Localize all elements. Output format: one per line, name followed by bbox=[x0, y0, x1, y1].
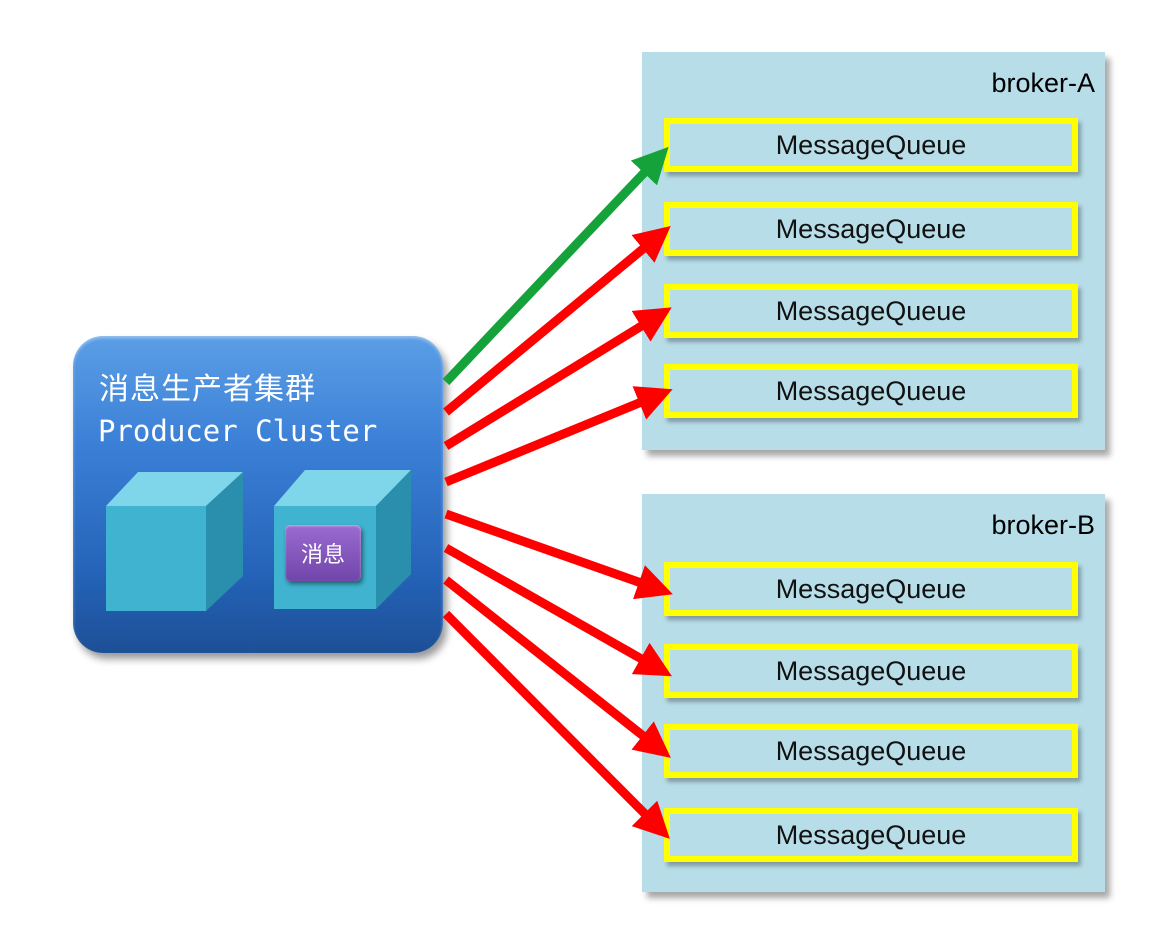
broker-b-queue-2: MessageQueue bbox=[664, 644, 1078, 698]
producer-cluster: 消息生产者集群 Producer Cluster 消息 bbox=[73, 336, 443, 653]
producer-node-cube-left bbox=[106, 472, 243, 611]
arrow-to-broker-b-queue-4 bbox=[442, 610, 670, 839]
arrow-to-broker-b-queue-2 bbox=[443, 544, 672, 677]
broker-a-queue-3: MessageQueue bbox=[664, 284, 1078, 338]
arrow-to-broker-b-queue-1 bbox=[444, 509, 673, 600]
broker-a-queue-1: MessageQueue bbox=[664, 118, 1078, 172]
broker-b-label: broker-B bbox=[991, 510, 1095, 540]
broker-a-queue-2: MessageQueue bbox=[664, 202, 1078, 256]
arrow-to-broker-a-queue-2 bbox=[443, 225, 671, 416]
arrow-to-broker-a-queue-3 bbox=[443, 307, 672, 450]
arrow-to-broker-b-queue-3 bbox=[443, 576, 671, 758]
producer-cubes bbox=[106, 470, 411, 611]
arrow-to-broker-a-queue-1 bbox=[442, 146, 669, 386]
broker-b-queue-1: MessageQueue bbox=[664, 562, 1078, 616]
producer-title-en: Producer Cluster bbox=[98, 414, 378, 448]
broker-a-queue-4: MessageQueue bbox=[664, 364, 1078, 418]
broker-b: broker-B MessageQueue MessageQueue Messa… bbox=[642, 494, 1105, 892]
broker-a: broker-A MessageQueue MessageQueue Messa… bbox=[642, 52, 1105, 450]
broker-b-queue-3: MessageQueue bbox=[664, 724, 1078, 778]
message-chip: 消息 bbox=[285, 525, 361, 581]
broker-a-label: broker-A bbox=[991, 68, 1095, 98]
broker-b-queue-4: MessageQueue bbox=[664, 808, 1078, 862]
producer-title-cn: 消息生产者集群 bbox=[99, 372, 316, 407]
arrow-to-broker-a-queue-4 bbox=[444, 386, 673, 487]
